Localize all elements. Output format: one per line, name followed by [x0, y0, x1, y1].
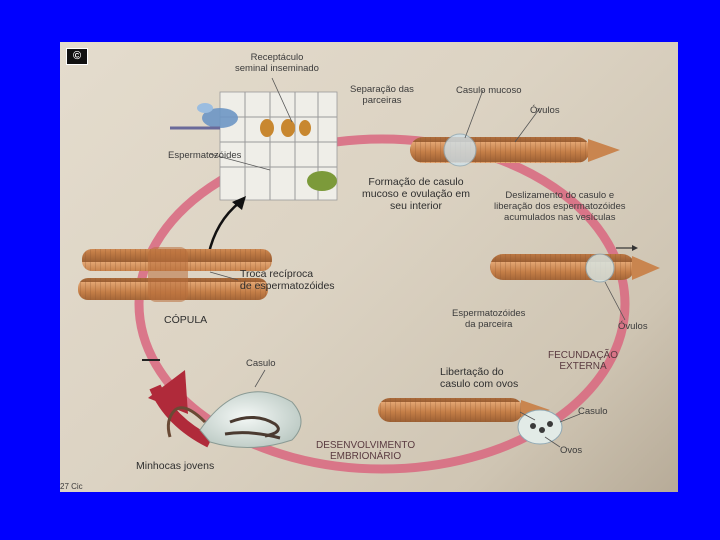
label-espermatozoides: Espermatozóides	[168, 150, 242, 161]
copulating-worms	[78, 247, 272, 302]
textbook-photo: © Receptáculo seminal inseminado Separaç…	[60, 42, 678, 492]
life-cycle-ring	[134, 134, 630, 474]
earthworm-reproduction-diagram	[78, 77, 660, 474]
label-pointers	[209, 77, 626, 448]
label-libertacao: Libertação do casulo com ovos	[440, 366, 519, 390]
label-ovulos-right: Óvulos	[618, 321, 648, 332]
label-casulo-left: Casulo	[246, 358, 276, 369]
label-fecundacao: FECUNDAÇÃO EXTERNA	[548, 350, 619, 372]
label-esperm-parceira: Espermatozóides da parceira	[452, 308, 526, 330]
label-troca: Troca recíproca de espermatozóides	[240, 268, 335, 292]
label-casulo-mucoso: Casulo mucoso	[456, 85, 522, 96]
page-corner-text: 27 Cic	[60, 482, 83, 491]
cocoon-with-young-worms	[166, 391, 302, 448]
cycle-arrow	[148, 370, 213, 448]
label-copula: CÓPULA	[164, 314, 208, 326]
label-receptaculo: Receptáculo seminal inseminado	[235, 52, 319, 74]
label-formacao: Formação de casulo mucoso e ovulação em …	[362, 176, 470, 212]
label-desenvolvimento: DESENVOLVIMENTO EMBRIONÁRIO	[316, 440, 416, 462]
label-minhocas: Minhocas jovens	[136, 460, 215, 472]
label-ovulos-top: Óvulos	[530, 105, 560, 116]
label-separacao: Separação das parceiras	[350, 84, 414, 106]
label-deslizamento: Deslizamento do casulo e liberação dos e…	[494, 190, 626, 223]
label-ovos: Ovos	[560, 445, 583, 456]
worm-and-egg-cocoon	[378, 398, 563, 445]
worm-releasing-cocoon	[490, 253, 660, 283]
worm-with-mucous-cocoon	[410, 133, 620, 167]
seminal-receptacle-illustration	[170, 91, 338, 201]
copyright-mark: ©	[66, 48, 88, 65]
label-casulo-right: Casulo	[578, 406, 608, 417]
